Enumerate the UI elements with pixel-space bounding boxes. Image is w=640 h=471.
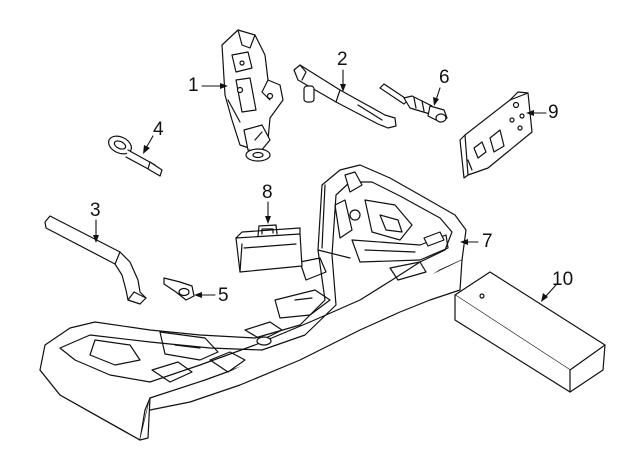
callout-9: 9 [548,102,559,123]
tool-6 [379,83,448,123]
lug-wrench-3 [44,215,147,305]
callout-2: 2 [337,49,348,70]
callout-4: 4 [153,119,164,140]
callout-7: 7 [482,231,493,252]
clip-5 [163,277,195,301]
jack-handle-2 [293,64,397,129]
callout-6: 6 [439,67,450,88]
callout-8: 8 [262,182,273,203]
tow-eye-4 [108,135,163,177]
callout-3: 3 [90,200,101,221]
foam-block-10 [454,271,606,393]
callout-5: 5 [218,285,229,306]
bracket-9 [459,91,533,179]
leader-lines [93,69,557,302]
storage-tray-7 [39,164,467,441]
tool-case-8 [235,224,303,273]
scissor-jack-1 [221,29,284,162]
callout-1: 1 [188,75,199,96]
callout-10: 10 [552,269,574,290]
